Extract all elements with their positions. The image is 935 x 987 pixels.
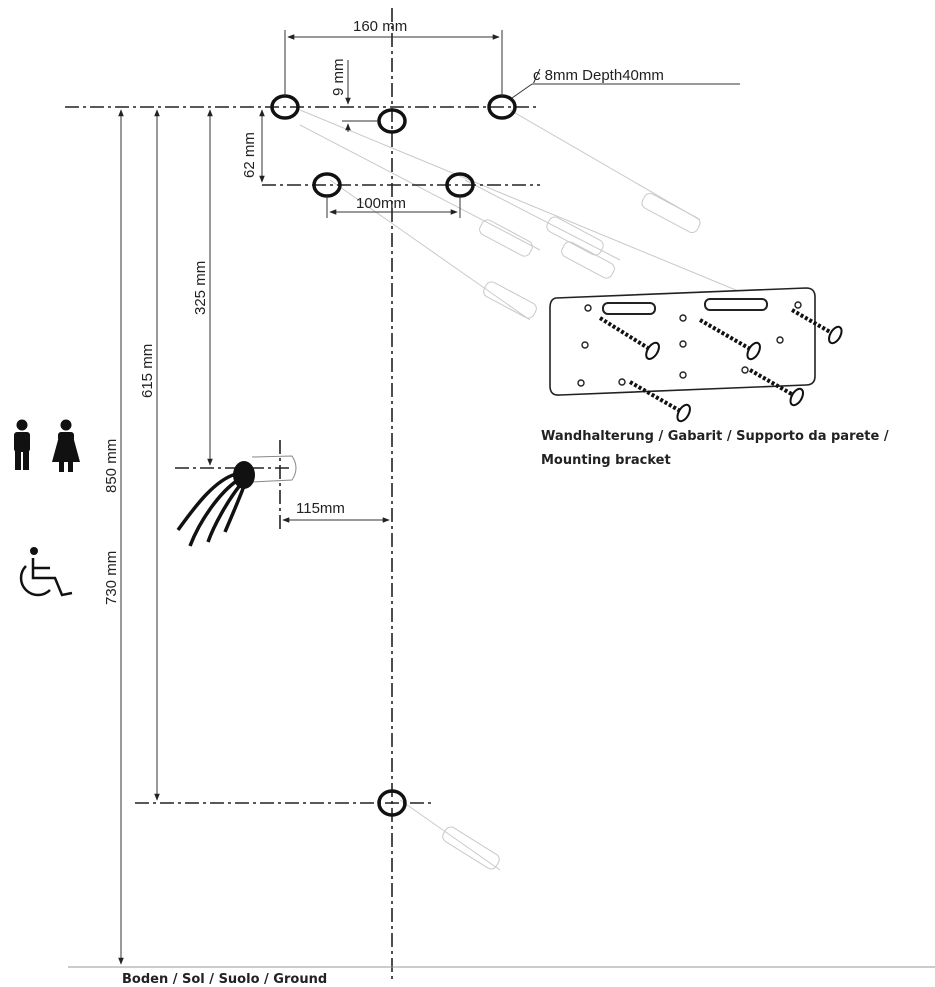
screw-2 [699, 318, 761, 361]
toilet-men-women-icon [14, 419, 80, 472]
ground-label: Boden / Sol / Suolo / Ground [122, 972, 327, 987]
screw-1 [598, 316, 660, 360]
wall-plug-1 [479, 219, 533, 257]
dimension-850-730: 850 mm 730 mm [103, 109, 124, 965]
hole-top-centre [377, 108, 407, 134]
dimension-160-label: 160 mm [353, 18, 407, 35]
spout-icon [176, 455, 297, 547]
dimension-325-label: 325 mm [192, 261, 209, 315]
wall-plug-2 [546, 216, 604, 256]
wall-plug-5 [483, 281, 537, 319]
bracket-label-line1: Wandhalterung / Gabarit / Supporto da pa… [541, 429, 889, 444]
dimension-62-label: 62 mm [241, 132, 258, 178]
dimension-325: 325 mm [192, 109, 213, 466]
dimension-615-label: 615 mm [139, 344, 156, 398]
dimension-100: 100mm [326, 195, 461, 218]
wall-plug-3 [561, 241, 615, 279]
hole-spec-label: ȼ 8mm Depth40mm [533, 67, 664, 84]
screw-3 [791, 308, 843, 345]
dimension-62: 62 mm [241, 109, 265, 183]
ghost-wall-plugs [299, 109, 761, 871]
dimension-615: 615 mm [139, 109, 160, 801]
wall-plug-6 [442, 826, 500, 870]
wheelchair-icon [19, 547, 73, 597]
dimension-9: 9 mm [330, 59, 378, 132]
screw-5 [749, 368, 805, 407]
wall-plug-4 [641, 192, 701, 234]
dimension-115: 115mm [282, 500, 390, 523]
dimension-100-label: 100mm [356, 195, 406, 212]
screw-4 [629, 380, 691, 423]
dimension-850-label: 850 mm [103, 439, 120, 493]
hole-bottom [377, 789, 407, 817]
drill-holes [270, 94, 517, 817]
mounting-bracket [549, 287, 843, 423]
dimension-730-label: 730 mm [103, 551, 120, 605]
dimension-115-label: 115mm [296, 500, 345, 517]
dimension-160: 160 mm [284, 18, 503, 96]
dimension-9-label: 9 mm [330, 59, 347, 97]
bracket-label-line2: Mounting bracket [541, 453, 671, 468]
hole-spec: ȼ 8mm Depth40mm [511, 67, 740, 99]
